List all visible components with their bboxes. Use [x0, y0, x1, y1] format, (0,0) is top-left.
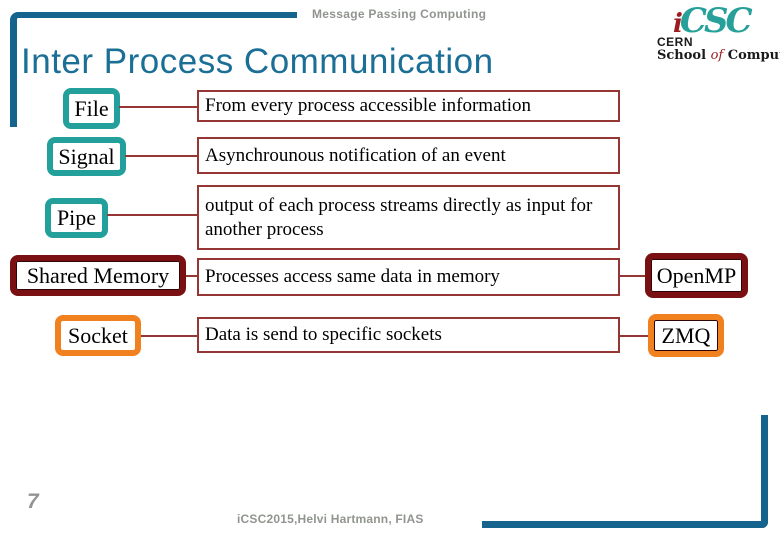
- technology-box-openmp: OpenMP: [645, 253, 748, 298]
- concept-label: File: [74, 95, 109, 121]
- connector-line: [107, 214, 197, 216]
- connector-line: [620, 275, 645, 277]
- footer-credit: iCSC2015,Helvi Hartmann, FIAS: [237, 512, 424, 526]
- logo-school-text: School of Computing: [657, 48, 780, 63]
- top-left-accent-bar: [10, 12, 297, 127]
- connector-line: [620, 335, 648, 337]
- concept-box-socket: Socket: [55, 315, 141, 356]
- page-number: 7: [27, 490, 39, 513]
- description-box-socket: Data is send to specific sockets: [197, 317, 620, 353]
- description-box-signal: Asynchrounous notification of an event: [197, 137, 620, 174]
- description-box-pipe: output of each process streams directly …: [197, 185, 620, 250]
- concept-label: Socket: [68, 322, 128, 348]
- concept-box-shared-memory: Shared Memory: [10, 255, 186, 296]
- logo-letters-csc: CSC: [679, 1, 753, 41]
- logo-letter-i: i: [673, 9, 683, 39]
- logo-computing-word: Computing: [727, 48, 780, 63]
- description-box-shared-memory: Processes access same data in memory: [197, 258, 620, 296]
- technology-box-zmq: ZMQ: [648, 314, 724, 357]
- concept-label: Pipe: [56, 205, 97, 230]
- concept-label: Shared Memory: [26, 262, 170, 288]
- connector-line: [119, 106, 197, 108]
- logo-of-word: of: [710, 48, 724, 63]
- connector-line: [186, 275, 197, 277]
- bottom-right-accent-bar: [482, 415, 768, 528]
- concept-box-signal: Signal: [47, 137, 126, 176]
- connector-line: [125, 155, 197, 157]
- technology-label: OpenMP: [656, 262, 737, 288]
- concept-box-pipe: Pipe: [45, 198, 108, 238]
- icsc-logo-mark: iCSC: [673, 1, 753, 41]
- connector-line: [141, 335, 197, 337]
- slide-header: Message Passing Computing: [312, 7, 487, 21]
- logo-school-word: School: [657, 48, 707, 63]
- logo-cern-text: CERN: [657, 35, 694, 49]
- page-title: Inter Process Communication: [21, 42, 494, 81]
- technology-label: ZMQ: [661, 322, 711, 348]
- concept-label: Signal: [58, 143, 115, 169]
- concept-box-file: File: [63, 88, 120, 129]
- description-box-file: From every process accessible informatio…: [197, 90, 620, 122]
